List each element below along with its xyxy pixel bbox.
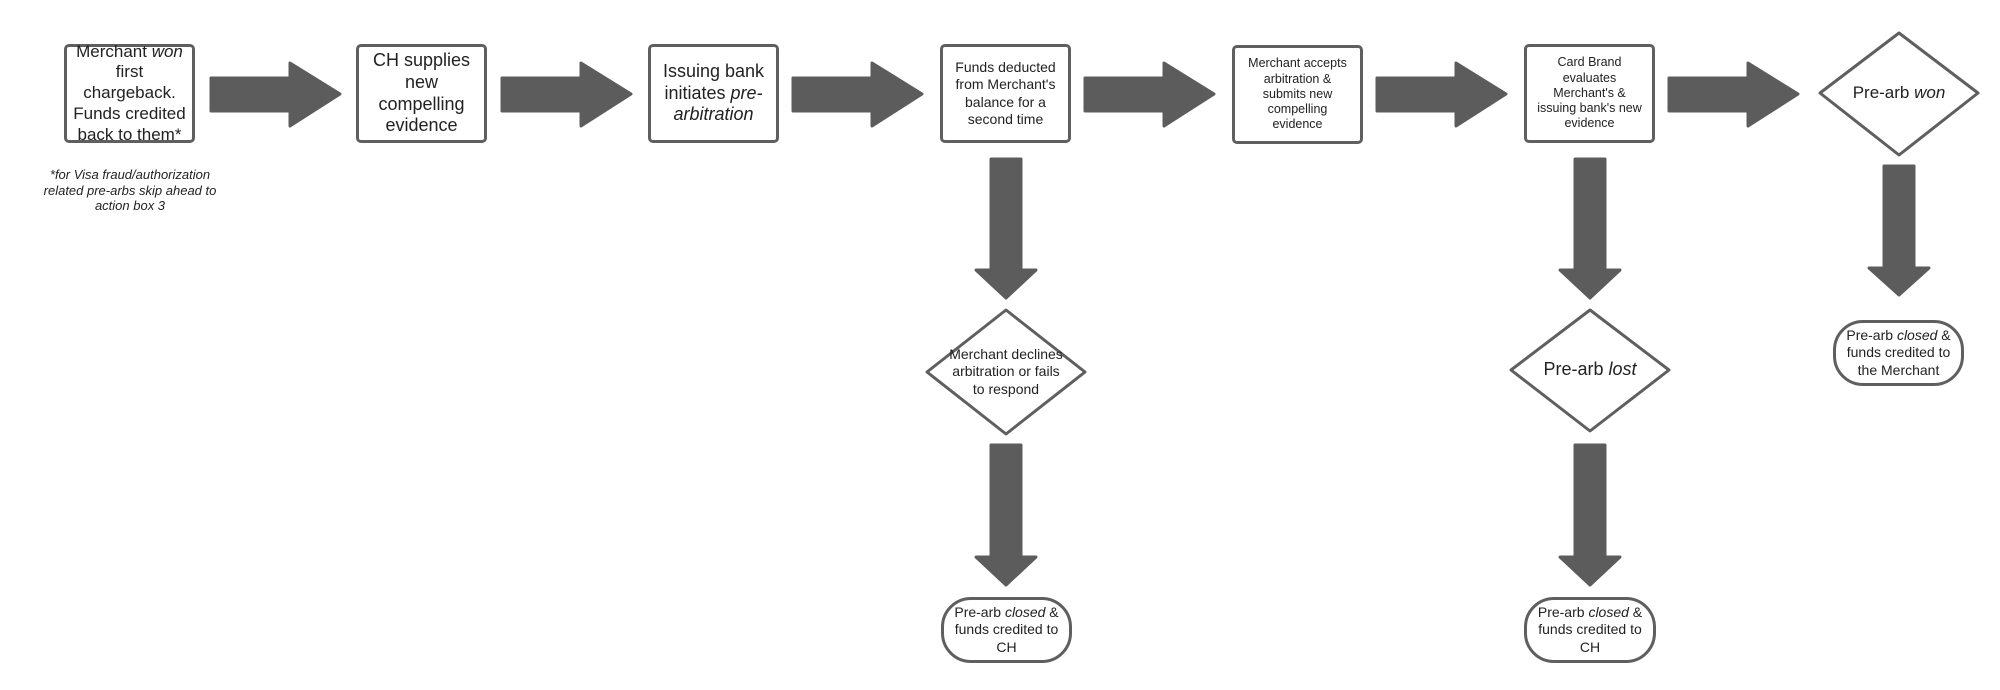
terminal-declines-closed-text: Pre-arb closed & funds credited to CH [954, 604, 1059, 655]
step-issuing-bank-prearb-text: Issuing bank initiates pre-arbitration [662, 60, 765, 125]
arrow-right-2 [500, 61, 633, 128]
step-merchant-won: Merchant won first chargeback. Funds cre… [64, 41, 195, 144]
terminal-lost-closed: Pre-arb closed & funds credited to CH [1524, 597, 1656, 663]
arrow-right-1 [209, 61, 342, 128]
arrow-down-lost-to-closed [1558, 443, 1622, 587]
step-funds-deducted-text: Funds deducted from Merchant's balance f… [955, 59, 1056, 127]
step-ch-supplies-evidence-text: CH supplies new compelling evidence [372, 49, 471, 136]
step-merchant-accepts: Merchant accepts arbitration & submits n… [1232, 45, 1363, 144]
step-issuing-bank-prearb: Issuing bank initiates pre-arbitration [648, 44, 779, 143]
step-card-brand-evaluates-text: Card Brand evaluates Merchant's & issuin… [1537, 55, 1642, 131]
arrow-right-4 [1083, 61, 1216, 128]
arrow-down-brand-to-lost [1558, 157, 1622, 300]
arrow-right-6 [1667, 61, 1800, 128]
arrow-right-5 [1375, 61, 1508, 128]
step-card-brand-evaluates: Card Brand evaluates Merchant's & issuin… [1524, 44, 1655, 143]
terminal-lost-closed-text: Pre-arb closed & funds credited to CH [1537, 604, 1643, 655]
arrow-down-won-to-closed [1867, 164, 1931, 297]
step-ch-supplies-evidence: CH supplies new compelling evidence [356, 44, 487, 143]
decision-declines-shape [925, 308, 1087, 436]
arrow-right-3 [791, 61, 924, 128]
terminal-declines-closed: Pre-arb closed & funds credited to CH [941, 597, 1072, 663]
step-merchant-accepts-text: Merchant accepts arbitration & submits n… [1248, 56, 1347, 132]
step-merchant-won-text: Merchant won first chargeback. Funds cre… [73, 41, 186, 144]
terminal-won-closed-text: Pre-arb closed & funds credited to the M… [1846, 327, 1951, 378]
arrow-down-funds-to-declines [974, 157, 1038, 300]
terminal-won-closed: Pre-arb closed & funds credited to the M… [1833, 320, 1964, 386]
step-funds-deducted: Funds deducted from Merchant's balance f… [940, 44, 1071, 143]
arrow-down-declines-to-closed [974, 443, 1038, 587]
decision-lost-shape [1509, 308, 1671, 433]
decision-won-shape [1818, 31, 1980, 157]
footnote: *for Visa fraud/authorization related pr… [43, 167, 217, 214]
